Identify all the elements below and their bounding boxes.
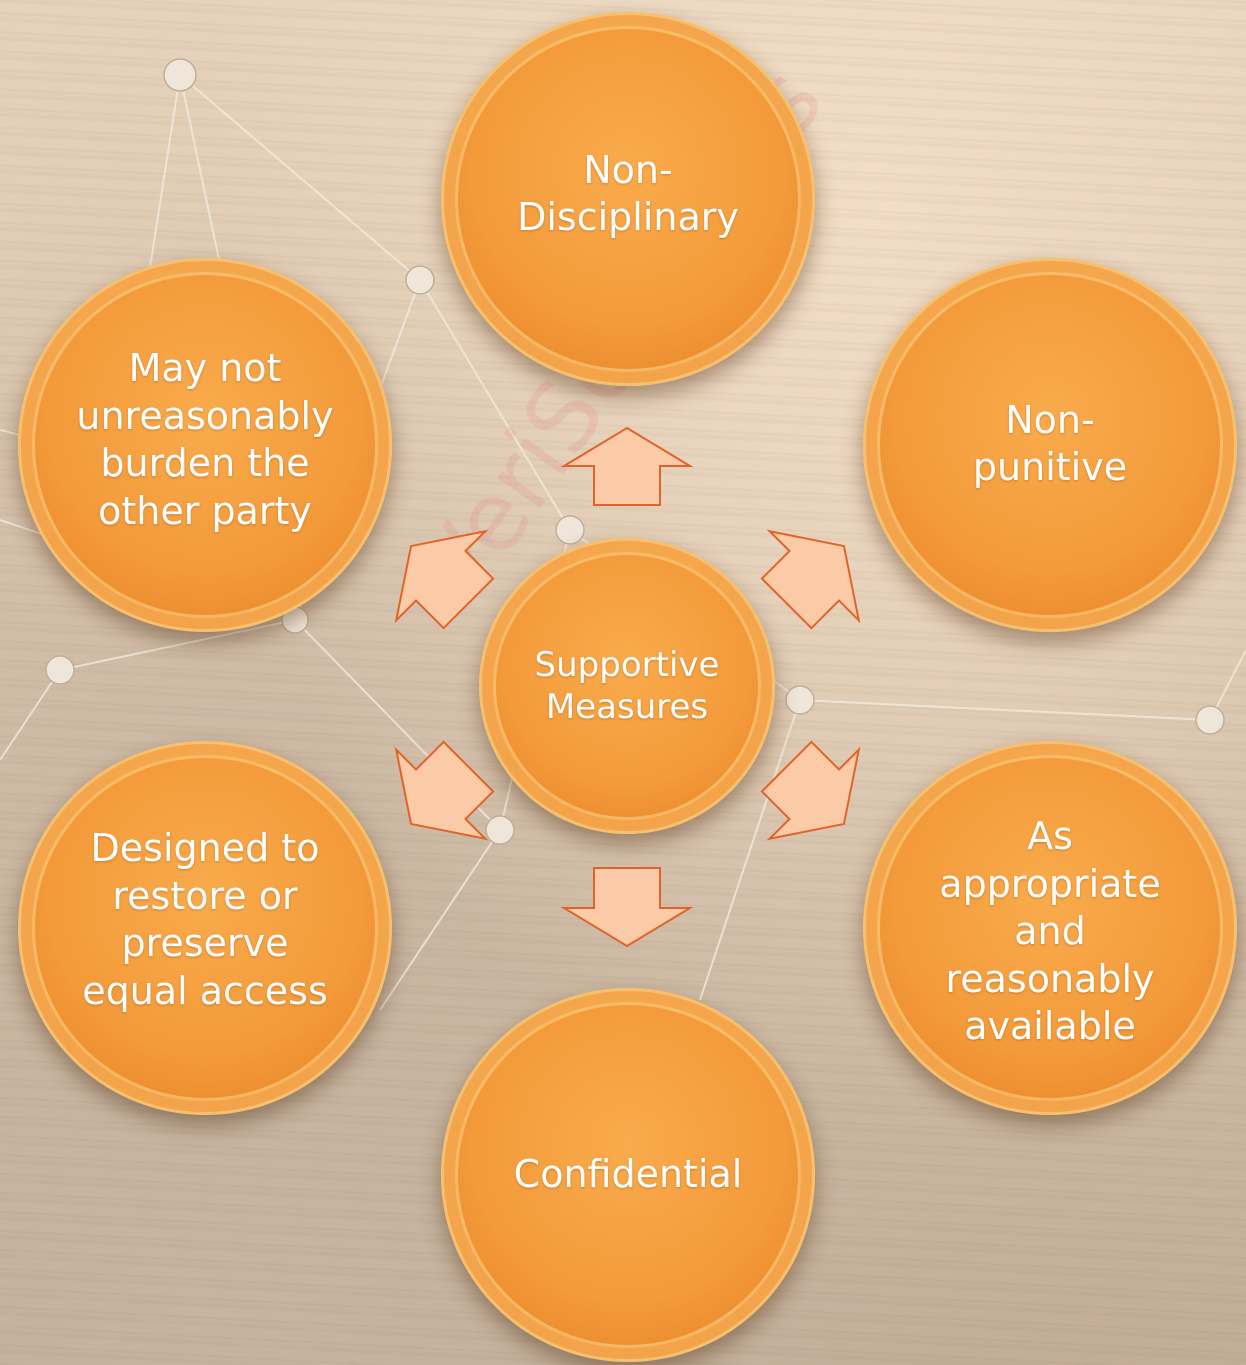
center-node: Supportive Measures (479, 538, 775, 834)
node-bottom-right-label: As appropriate and reasonably available (939, 814, 1161, 1049)
arrow-up-left (394, 529, 495, 630)
node-top-left-label: May not unreasonably burden the other pa… (76, 346, 334, 533)
node-bottom: Confidential (441, 988, 815, 1362)
node-top: Non- Disciplinary (441, 12, 815, 386)
node-top-left: May not unreasonably burden the other pa… (18, 258, 392, 632)
arrow-down (560, 867, 694, 948)
arrow-up-right (760, 529, 861, 630)
arrow-down-right (760, 740, 861, 841)
arrow-down-left (394, 740, 495, 841)
node-bottom-left: Designed to restore or preserve equal ac… (18, 741, 392, 1115)
center-node-label: Supportive Measures (534, 644, 720, 728)
arrow-up (560, 426, 694, 506)
node-bottom-right: As appropriate and reasonably available (863, 741, 1237, 1115)
node-bottom-left-label: Designed to restore or preserve equal ac… (82, 826, 328, 1013)
node-top-right-label: Non- punitive (972, 397, 1128, 490)
node-top-label: Non- Disciplinary (517, 147, 739, 240)
node-top-right: Non- punitive (863, 258, 1237, 632)
node-bottom-label: Confidential (513, 1152, 743, 1197)
